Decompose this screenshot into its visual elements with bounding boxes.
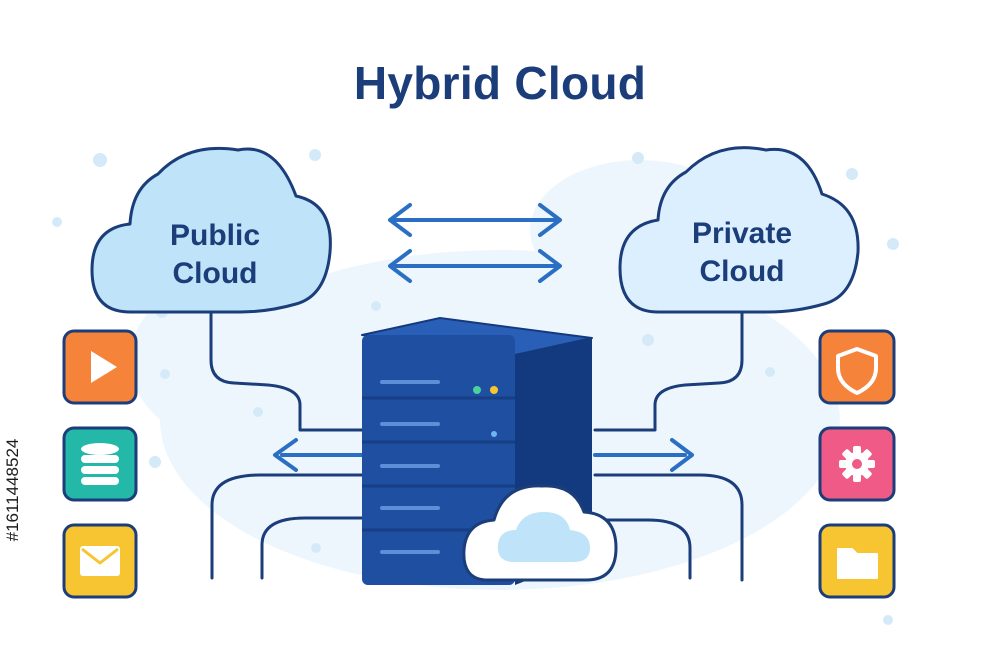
public-cloud-line2: Cloud <box>172 257 258 290</box>
public-cloud-label: Public Cloud <box>100 217 330 293</box>
public-cloud-line1: Public <box>169 219 260 252</box>
mail-tile <box>62 523 138 599</box>
arrow-left <box>273 438 364 472</box>
page-title: Hybrid Cloud <box>353 57 647 109</box>
server-icon <box>361 317 618 585</box>
private-cloud-icon <box>618 146 860 314</box>
private-cloud-line1: Private <box>691 217 793 250</box>
shield-tile <box>818 329 896 405</box>
shield-icon <box>836 347 878 395</box>
private-cloud-line2: Cloud <box>699 255 785 288</box>
public-cloud-icon <box>90 146 332 314</box>
folder-tile <box>818 523 896 599</box>
connection-lines <box>209 308 744 582</box>
background-dots <box>52 149 899 625</box>
arrow-right <box>593 438 694 472</box>
database-icon <box>81 443 119 485</box>
play-tile <box>62 329 138 405</box>
stock-id-text: #1611448524 <box>3 438 22 542</box>
folder-icon <box>837 548 878 579</box>
play-icon <box>91 351 117 383</box>
database-tile <box>62 426 138 502</box>
mail-icon <box>80 546 120 576</box>
private-cloud-label: Private Cloud <box>627 215 857 291</box>
gear-icon <box>839 446 875 482</box>
bidirectional-arrows <box>388 203 562 283</box>
gear-tile <box>818 426 896 502</box>
